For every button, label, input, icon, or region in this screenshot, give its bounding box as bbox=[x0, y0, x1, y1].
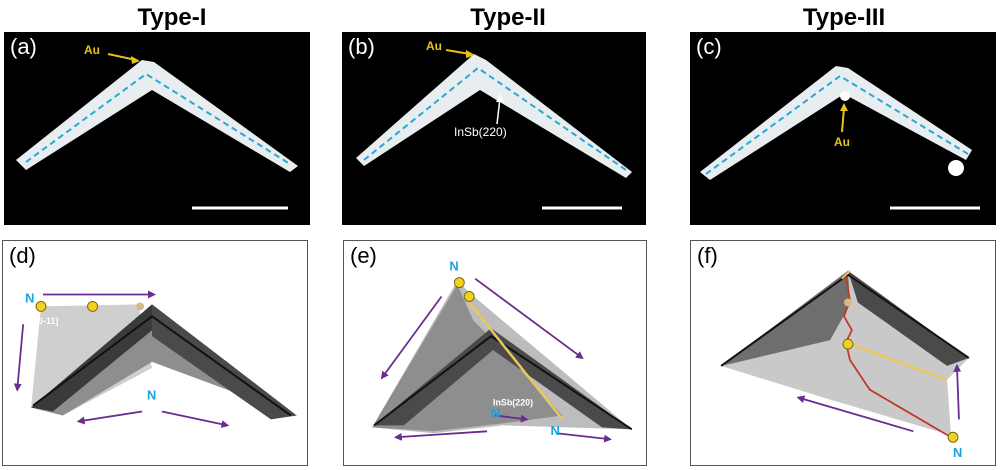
au-label-c: Au bbox=[834, 135, 850, 149]
panel-label-b: (b) bbox=[348, 34, 375, 59]
particle-c bbox=[948, 160, 964, 176]
n-label-e2: N bbox=[491, 405, 500, 420]
schematic-f-figure: N bbox=[720, 270, 970, 460]
au-dot-f3 bbox=[947, 431, 959, 443]
yellow-path-f bbox=[849, 342, 948, 381]
arrow-bottom-f bbox=[796, 395, 914, 433]
insb-arrowhead-b bbox=[496, 94, 504, 102]
micrograph-a: Au (a) bbox=[4, 32, 310, 225]
arrow-right-e bbox=[474, 277, 584, 360]
schematic-f: N (f) bbox=[690, 240, 996, 466]
au-dot-e2 bbox=[463, 291, 475, 302]
arrow-left-e bbox=[380, 295, 443, 380]
schematic-e: N N N InSb(220) (e) bbox=[343, 240, 647, 466]
axis-dash-c bbox=[705, 74, 969, 175]
arrow-bottom-left-d bbox=[76, 410, 143, 425]
panel-label-e: (e) bbox=[350, 243, 377, 268]
schematic-d-figure: N N [0-11] bbox=[13, 290, 297, 428]
yellow-path-e bbox=[468, 301, 564, 421]
schematic-d: N N [0-11] (d) bbox=[2, 240, 308, 466]
facet-dark-e bbox=[374, 328, 632, 430]
nanowire-a bbox=[16, 60, 298, 172]
yellow-top-f bbox=[841, 270, 851, 280]
column-title-type-iii: Type-III bbox=[802, 4, 886, 31]
au-arrowhead-a bbox=[131, 56, 140, 64]
insb-label-b: InSb(220) bbox=[454, 125, 507, 139]
panel-label-f: (f) bbox=[697, 243, 718, 268]
au-dot-d3 bbox=[136, 302, 145, 311]
n-label-d2: N bbox=[147, 388, 156, 403]
panel-label-d: (d) bbox=[9, 243, 36, 268]
au-dot-e1 bbox=[453, 277, 465, 289]
au-arrowhead-b bbox=[466, 50, 475, 58]
panel-label-a: (a) bbox=[10, 34, 37, 59]
direction-label-d: [0-11] bbox=[35, 316, 58, 326]
au-dot-f2 bbox=[843, 298, 852, 307]
micrograph-b: Au InSb(220) (b) bbox=[342, 32, 646, 225]
au-particle-c bbox=[840, 91, 850, 101]
nanowire-a-figure: Au bbox=[16, 43, 298, 210]
n-label-e1: N bbox=[449, 259, 458, 274]
n-label-d1: N bbox=[25, 290, 34, 305]
au-arrow-c bbox=[841, 107, 845, 133]
au-label-a: Au bbox=[84, 43, 100, 57]
axis-dash-a bbox=[25, 72, 291, 165]
facet-light-f bbox=[721, 270, 969, 436]
insb-arrow-b bbox=[496, 97, 501, 125]
arrow-bottom-right-d bbox=[161, 410, 230, 428]
nanowire-c bbox=[700, 66, 972, 180]
au-dot-d2 bbox=[87, 300, 99, 312]
au-label-b: Au bbox=[426, 39, 442, 53]
n-label-f: N bbox=[953, 445, 962, 460]
n-label-e3: N bbox=[551, 423, 560, 438]
micrograph-c: Au (c) bbox=[690, 32, 996, 225]
arrow-left-d bbox=[13, 324, 25, 392]
panel-label-c: (c) bbox=[696, 34, 722, 59]
arrow-bottom-mid-e bbox=[494, 414, 529, 423]
facet-dark-d bbox=[152, 304, 297, 420]
wire-axis-f bbox=[720, 273, 970, 367]
column-title-type-ii: Type-II bbox=[470, 4, 546, 31]
column-title-type-i: Type-I bbox=[137, 4, 207, 31]
arrow-right-f bbox=[953, 363, 962, 420]
wire-axis-e bbox=[373, 334, 633, 431]
arrow-bottom-right-e bbox=[556, 432, 612, 443]
nanowire-b-figure: Au InSb(220) bbox=[356, 39, 632, 210]
insb-label-e: InSb(220) bbox=[493, 398, 533, 408]
nanowire-b bbox=[356, 54, 632, 178]
nanowire-c-figure: Au bbox=[700, 66, 980, 210]
au-dot-f1 bbox=[842, 338, 854, 350]
schematic-e-figure: N N N InSb(220) bbox=[372, 259, 633, 443]
wire-axis-d bbox=[32, 315, 292, 417]
arrow-bottom-left-e bbox=[393, 430, 488, 441]
au-arrowhead-c bbox=[840, 103, 848, 111]
au-arrow-a bbox=[107, 53, 137, 61]
au-dot-d1 bbox=[35, 300, 47, 312]
